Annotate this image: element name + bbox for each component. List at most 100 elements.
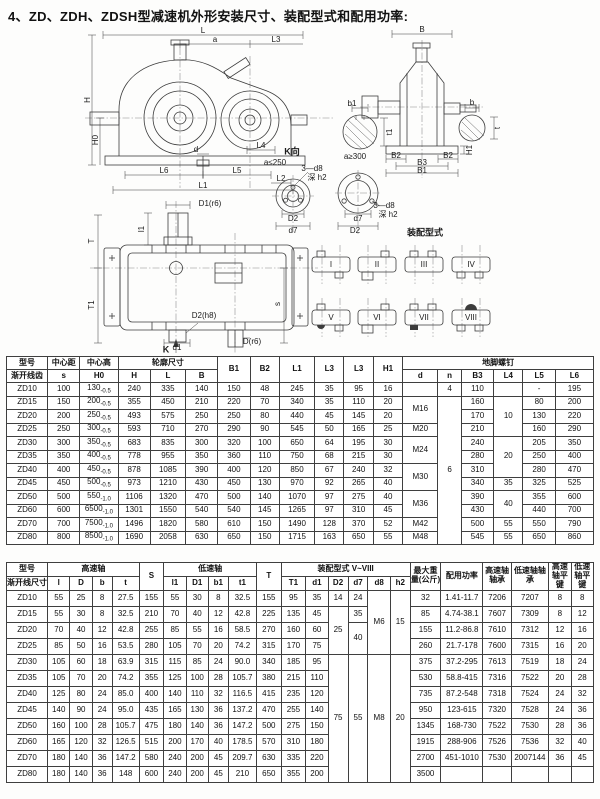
cell: 475	[138, 717, 165, 735]
cell: 7519	[510, 653, 550, 671]
cell: 30	[185, 589, 209, 607]
cell: 450	[47, 476, 81, 491]
cell: 250	[184, 409, 219, 424]
dim-label-T1: T1	[87, 300, 96, 310]
cell: 550-1.0	[79, 490, 119, 505]
cell: 350	[554, 436, 595, 451]
cell: ZD35	[5, 449, 49, 464]
cell: 400-0.5	[79, 449, 119, 464]
dim-label-B3: B3	[417, 158, 427, 167]
header-cell: 型号	[5, 562, 49, 577]
cell: 110	[343, 395, 374, 410]
cell: 315	[255, 637, 282, 655]
header-cell: L4	[493, 369, 524, 383]
cell: 650	[278, 436, 316, 451]
cell: 700	[47, 517, 81, 532]
cell: 75	[305, 637, 329, 655]
cell: 1265	[278, 503, 316, 518]
cell: 24	[347, 589, 369, 607]
cell: 16	[207, 621, 229, 639]
dim-label-L5: L5	[232, 166, 242, 175]
k-view-cond-small: a≤250	[263, 158, 287, 167]
cell: 110	[305, 669, 329, 687]
cell: 240	[163, 749, 187, 767]
cell: 400	[217, 463, 251, 478]
cell: 8	[548, 589, 572, 607]
header-cell: b1	[207, 575, 229, 591]
cell: 36	[207, 701, 229, 719]
cell: M42	[402, 517, 439, 532]
cell: 140	[69, 749, 93, 767]
header-cell: 高速轴平键	[548, 562, 572, 591]
dim-label-d1: d1	[172, 343, 182, 352]
cell: 7607	[482, 605, 512, 623]
cell: 180	[163, 717, 187, 735]
cell: 147.2	[111, 749, 140, 767]
cell: 500	[47, 490, 81, 505]
assembly-type-8: VIII	[464, 313, 478, 322]
cell: 115	[163, 653, 187, 671]
cell: 300	[47, 436, 81, 451]
cell: 778	[117, 449, 151, 464]
cell: 300	[184, 436, 219, 451]
cell: 36	[91, 749, 113, 767]
cell: 95	[305, 653, 329, 671]
cell: 32.5	[227, 589, 257, 607]
cell: 7522	[510, 669, 550, 687]
cell: 275	[280, 717, 307, 735]
cell: 320	[217, 436, 251, 451]
assembly-type-3: III	[420, 260, 428, 269]
cell: 7309	[510, 605, 550, 623]
cell: 70	[69, 669, 93, 687]
cell: ZD25	[5, 422, 49, 437]
cell: 37.2-295	[440, 653, 484, 671]
cell: 20	[91, 669, 113, 687]
cell: 70	[185, 637, 209, 655]
cell: 20	[372, 395, 404, 410]
cell: 790	[554, 517, 595, 532]
cell: 7320	[482, 701, 512, 719]
header-cell: 高速轴轴承	[482, 562, 512, 591]
header-cell: B2	[249, 356, 280, 383]
cell: 105	[47, 653, 71, 671]
dim-label-L3: L3	[271, 35, 281, 44]
cell: 20	[372, 409, 404, 424]
cell: 150	[47, 395, 81, 410]
cell: ZD30	[5, 653, 49, 671]
cell: 860	[554, 530, 595, 545]
cell: 105.7	[227, 669, 257, 687]
cell: 15	[389, 589, 411, 655]
header-cell: d1	[305, 575, 329, 591]
cell: 340	[460, 476, 495, 491]
header-cell: 中心距	[47, 356, 81, 370]
cell: 710	[149, 422, 187, 437]
cell: 245	[278, 382, 316, 397]
cell: 683	[117, 436, 151, 451]
cell: 1070	[278, 490, 316, 505]
cell: 18	[548, 653, 572, 671]
cell: ZD70	[5, 517, 49, 532]
cell: 20	[493, 436, 524, 478]
cell: 40	[207, 733, 229, 751]
cell: 53.5	[111, 637, 140, 655]
cell: 8	[207, 589, 229, 607]
cell: 630	[184, 530, 219, 545]
cell: 36	[548, 749, 572, 767]
cell: 540	[217, 503, 251, 518]
cell: ZD15	[5, 395, 49, 410]
cell: 275	[343, 490, 374, 505]
cell: 550	[522, 517, 556, 532]
cell: 140	[185, 717, 209, 735]
cell: 1210	[149, 476, 187, 491]
cell: 16	[570, 621, 595, 639]
cell: 110	[185, 685, 209, 703]
cell: 27.5	[111, 589, 140, 607]
cell: 90	[249, 422, 280, 437]
cell: 58.8-415	[440, 669, 484, 687]
cell: 55	[372, 530, 404, 545]
